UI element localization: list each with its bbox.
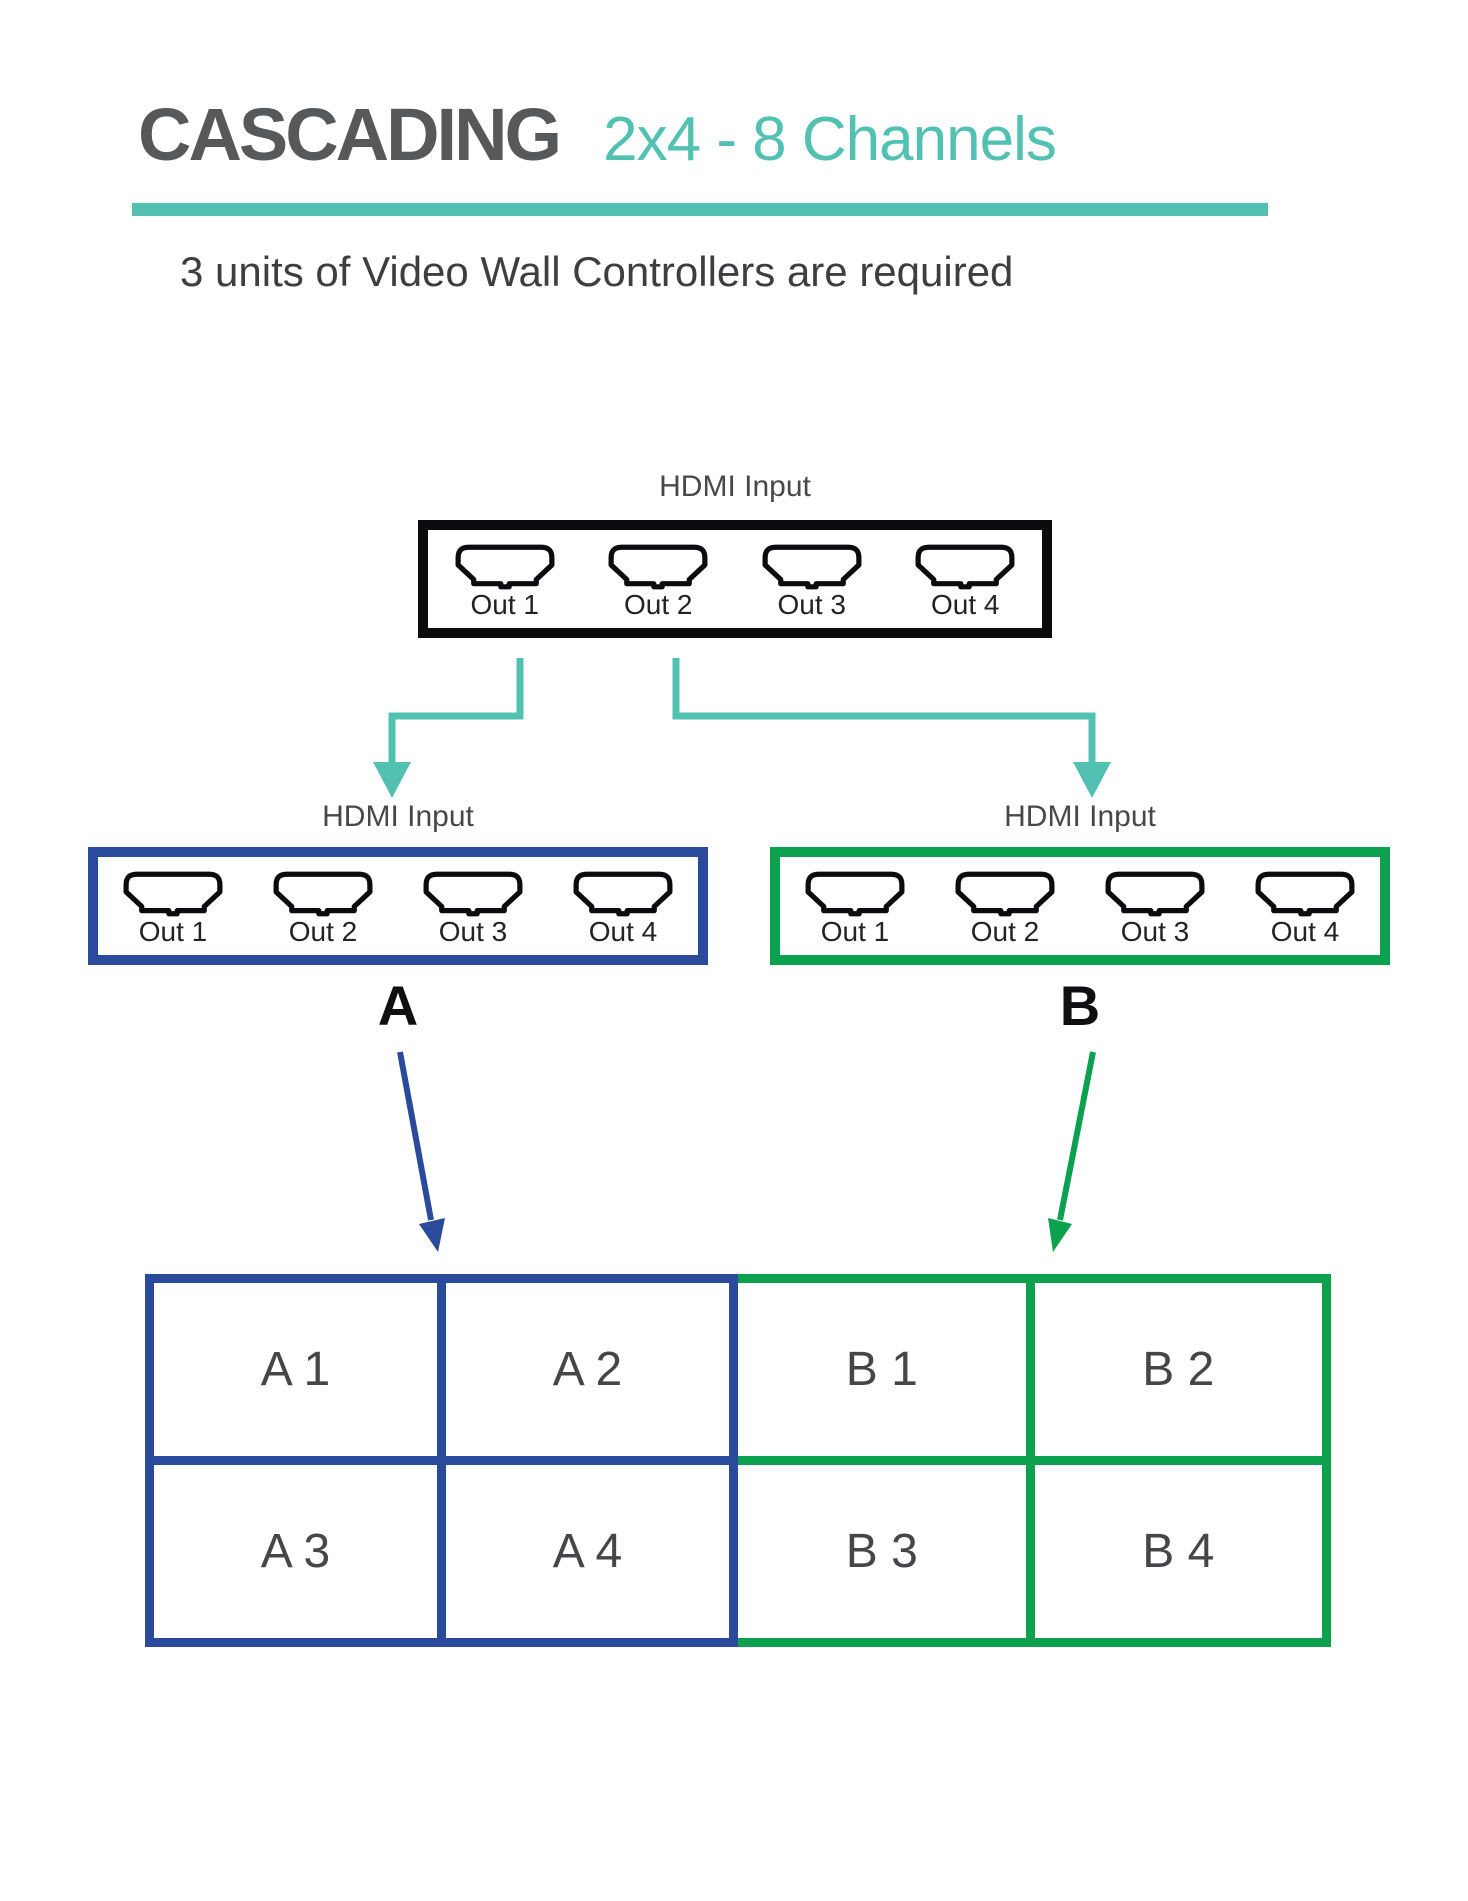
wall-cell-b1: B 1 bbox=[738, 1283, 1026, 1456]
port-label: Out 2 bbox=[624, 588, 693, 620]
hdmi-port-icon bbox=[273, 871, 373, 916]
wall-cell-b2: B 2 bbox=[1034, 1283, 1322, 1456]
port-slot: Out 4 bbox=[889, 530, 1043, 628]
arrowhead-teal-a bbox=[373, 762, 411, 798]
port-slot: Out 2 bbox=[930, 857, 1080, 955]
hdmi-port-icon bbox=[915, 544, 1015, 589]
title-main: CASCADING bbox=[138, 93, 562, 176]
cascade-line-out2-to-b bbox=[672, 658, 1096, 766]
port-slot: Out 4 bbox=[1230, 857, 1380, 955]
wall-cell-a4: A 4 bbox=[446, 1465, 729, 1638]
video-wall-grid: A 1 A 2 A 3 A 4 B 1 B 2 B 3 B 4 bbox=[145, 1274, 1331, 1647]
port-slot: Out 2 bbox=[582, 530, 736, 628]
port-slot: Out 1 bbox=[428, 530, 582, 628]
hdmi-port-icon bbox=[573, 871, 673, 916]
port-slot: Out 3 bbox=[398, 857, 548, 955]
title-underline-rule bbox=[132, 203, 1268, 216]
hdmi-port-icon bbox=[1255, 871, 1355, 916]
port-label: Out 4 bbox=[931, 588, 1000, 620]
port-label: Out 3 bbox=[777, 588, 846, 620]
hdmi-port-icon bbox=[123, 871, 223, 916]
subtitle: 3 units of Video Wall Controllers are re… bbox=[180, 248, 1014, 295]
wall-cell-a2: A 2 bbox=[446, 1283, 729, 1456]
wall-cell-b4: B 4 bbox=[1034, 1465, 1322, 1638]
wall-cell-b3: B 3 bbox=[738, 1465, 1026, 1638]
hdmi-port-icon bbox=[762, 544, 862, 589]
port-label: Out 4 bbox=[1270, 915, 1340, 947]
port-label: Out 2 bbox=[970, 915, 1040, 947]
wall-half-b: B 1 B 2 B 3 B 4 bbox=[738, 1274, 1331, 1647]
port-slot: Out 2 bbox=[248, 857, 398, 955]
arrowhead-green bbox=[1048, 1218, 1072, 1252]
port-label: Out 3 bbox=[1120, 915, 1190, 947]
wall-half-a: A 1 A 2 A 3 A 4 bbox=[145, 1274, 738, 1647]
port-slot: Out 3 bbox=[1080, 857, 1230, 955]
port-label: Out 1 bbox=[138, 915, 208, 947]
controller-box-top: Out 1 Out 2 Out 3 Out 4 bbox=[418, 520, 1052, 638]
wall-cell-a3: A 3 bbox=[154, 1465, 437, 1638]
controller-box-b: Out 1 Out 2 Out 3 Out 4 bbox=[770, 847, 1390, 965]
port-label: Out 2 bbox=[288, 915, 358, 947]
hdmi-port-icon bbox=[805, 871, 905, 916]
hdmi-input-label-a: HDMI Input bbox=[322, 800, 474, 833]
hdmi-port-icon bbox=[455, 544, 555, 589]
port-slot: Out 1 bbox=[780, 857, 930, 955]
arrow-b-to-wall bbox=[1057, 1051, 1096, 1221]
hdmi-port-icon bbox=[423, 871, 523, 916]
port-label: Out 3 bbox=[438, 915, 508, 947]
port-slot: Out 3 bbox=[735, 530, 889, 628]
port-label: Out 1 bbox=[470, 588, 539, 620]
port-slot: Out 1 bbox=[98, 857, 248, 955]
page-title: CASCADING 2x4 - 8 Channels bbox=[138, 93, 1057, 176]
port-label: Out 4 bbox=[588, 915, 658, 947]
arrowhead-teal-b bbox=[1073, 762, 1111, 798]
hdmi-input-label-b: HDMI Input bbox=[1004, 800, 1156, 833]
hdmi-input-label-top: HDMI Input bbox=[659, 470, 811, 503]
cascade-line-out1-to-a bbox=[388, 658, 524, 766]
port-slot: Out 4 bbox=[548, 857, 698, 955]
controller-tag-a: A bbox=[377, 974, 419, 1037]
hdmi-port-icon bbox=[955, 871, 1055, 916]
arrow-a-to-wall bbox=[397, 1051, 434, 1221]
port-label: Out 1 bbox=[820, 915, 890, 947]
controller-tag-b: B bbox=[1059, 974, 1101, 1037]
title-accent: 2x4 - 8 Channels bbox=[603, 105, 1057, 174]
controller-box-a: Out 1 Out 2 Out 3 Out 4 bbox=[88, 847, 708, 965]
wall-cell-a1: A 1 bbox=[154, 1283, 437, 1456]
arrowhead-blue bbox=[419, 1218, 445, 1252]
hdmi-port-icon bbox=[608, 544, 708, 589]
hdmi-port-icon bbox=[1105, 871, 1205, 916]
